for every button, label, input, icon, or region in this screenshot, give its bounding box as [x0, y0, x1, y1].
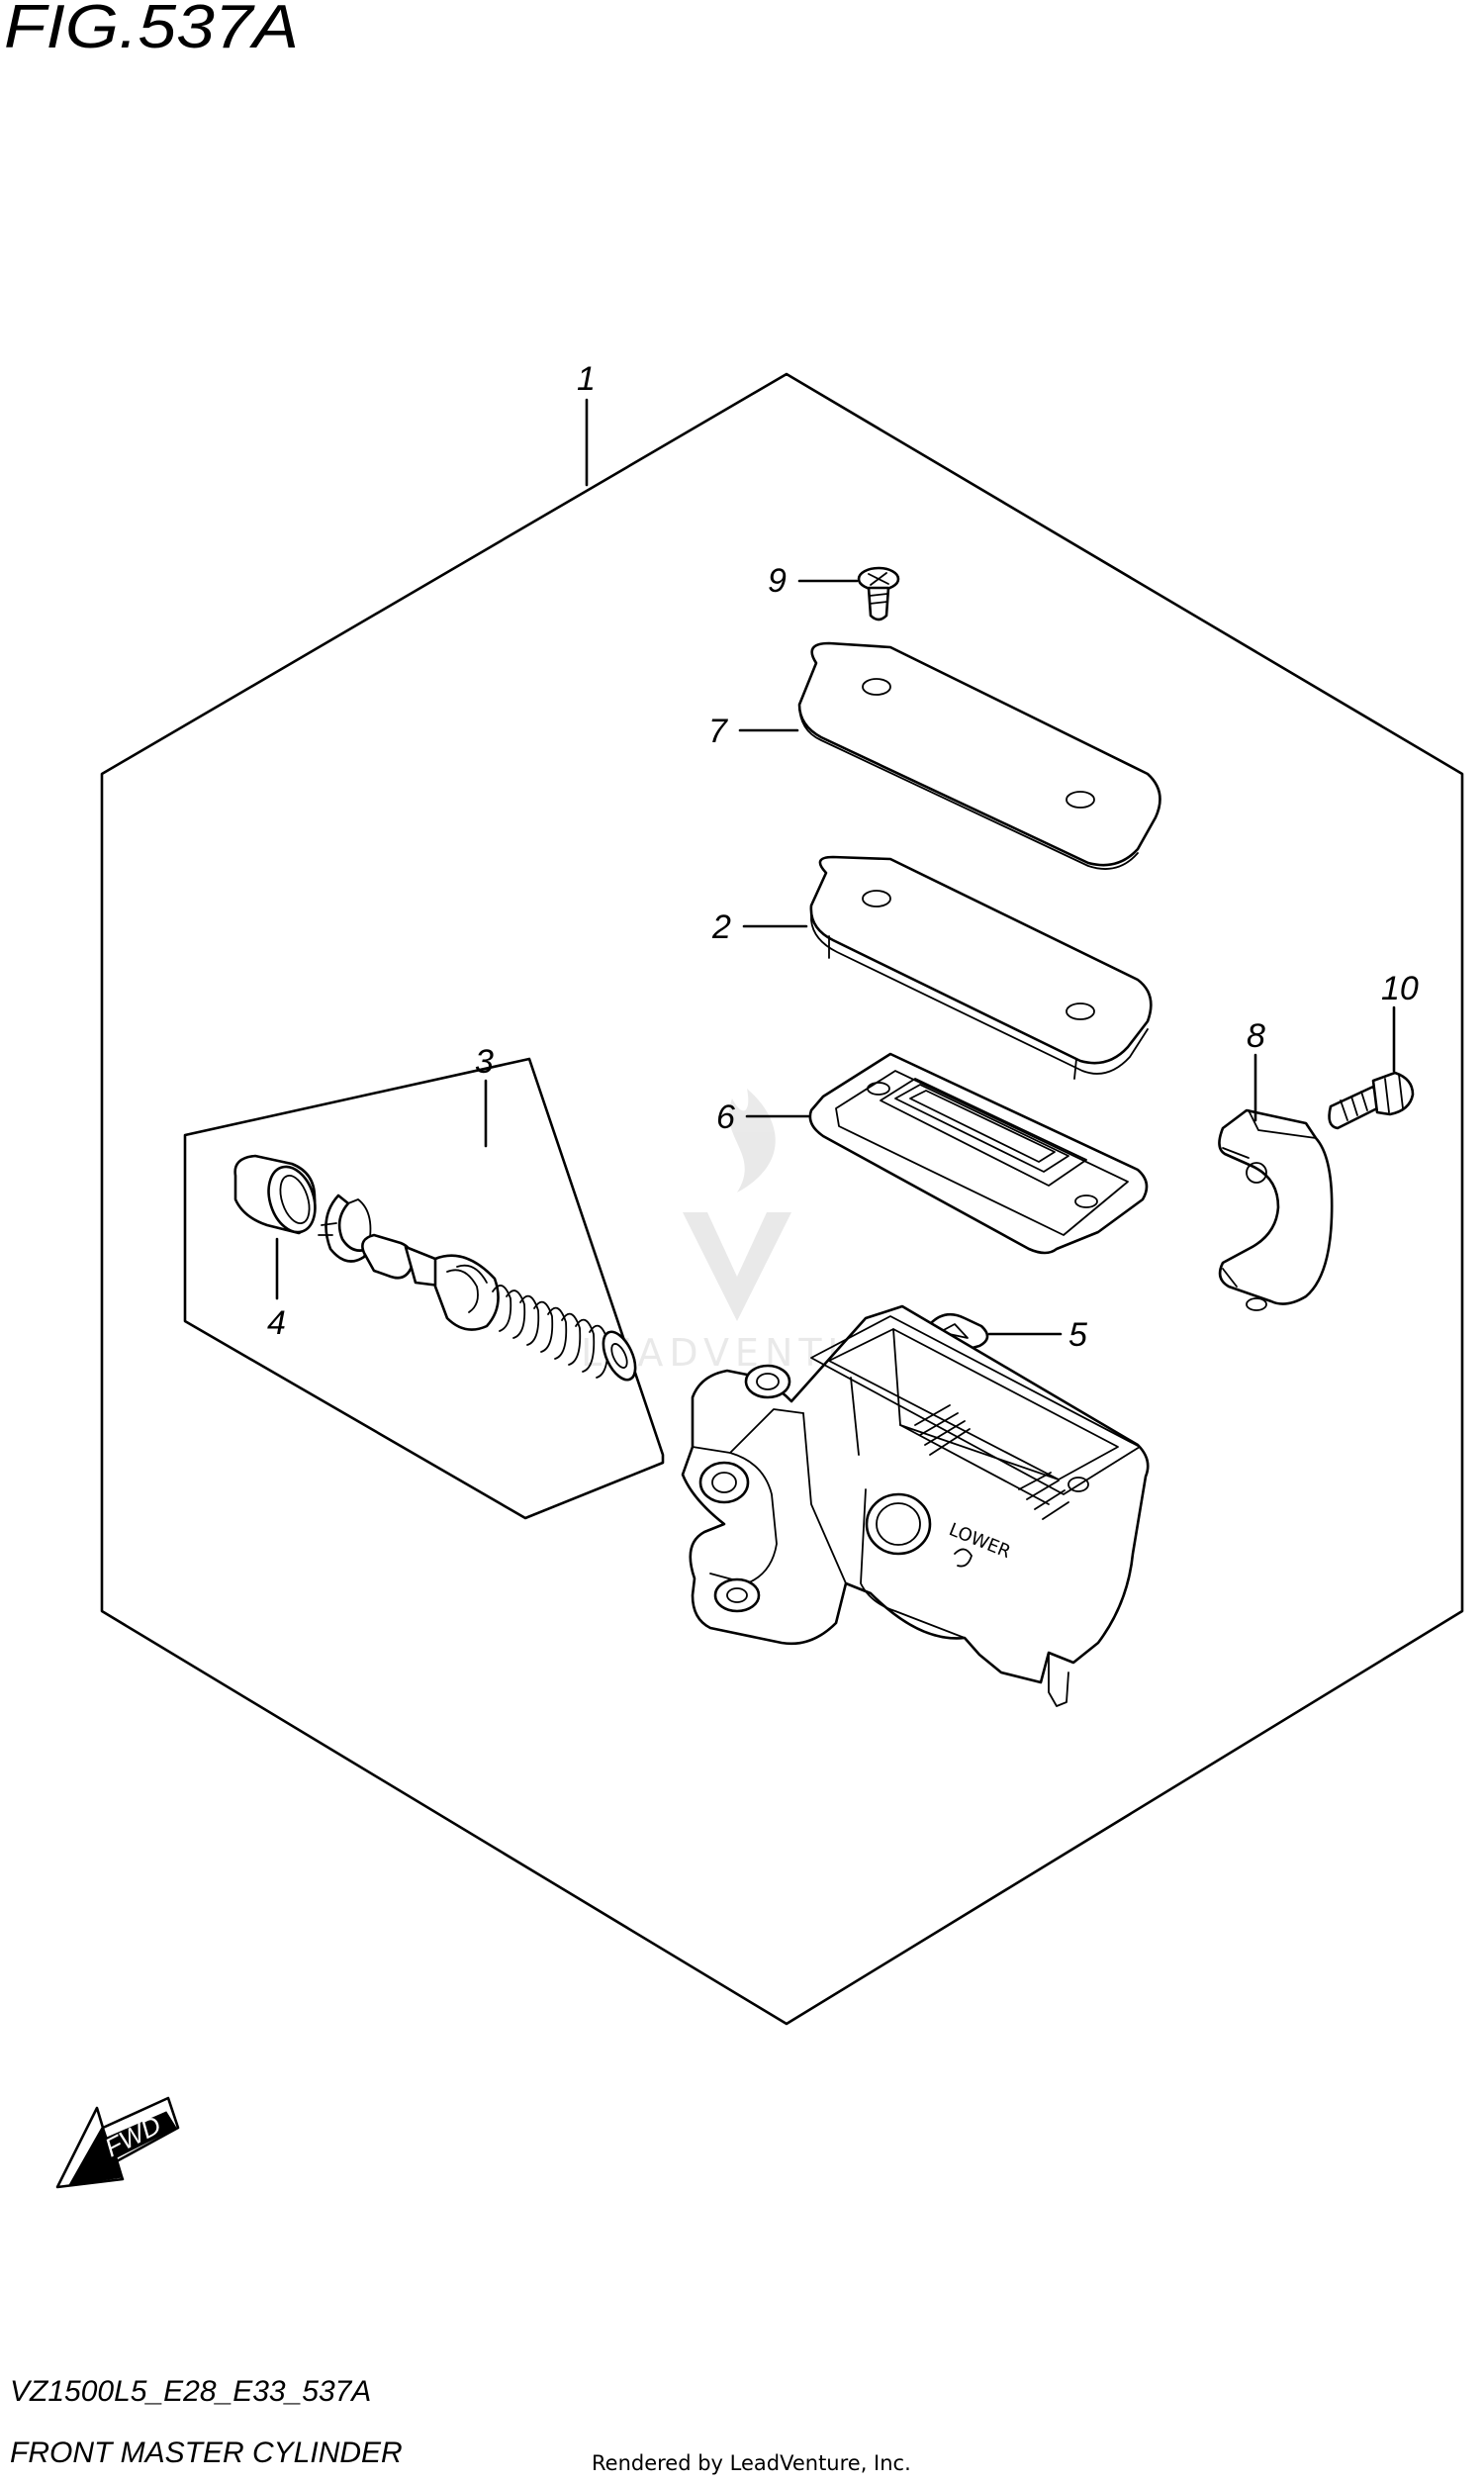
master-cylinder-body: LOWER: [681, 1304, 1150, 1707]
reservoir-hatching: [914, 1404, 1069, 1520]
callout-2: 2: [711, 908, 731, 946]
render-credit: Rendered by LeadVenture, Inc.: [592, 2451, 911, 2475]
spring: [492, 1285, 637, 1382]
callout-8: 8: [1247, 1017, 1265, 1055]
callout-7: 7: [708, 713, 728, 750]
callout-4: 4: [267, 1304, 286, 1342]
part-9-screw: [857, 566, 900, 621]
figure-title: FIG.537A: [4, 0, 299, 61]
piston-spring-assembly: [361, 1233, 637, 1382]
figure-name: FRONT MASTER CYLINDER: [10, 2436, 403, 2469]
part-7-reservoir-cap: [797, 641, 1161, 870]
fwd-arrow-icon: FWD: [55, 2096, 180, 2189]
part-10-bolt: [1328, 1071, 1415, 1130]
figure-code: VZ1500L5_E28_E33_537A: [10, 2375, 371, 2408]
callout-6: 6: [716, 1098, 735, 1136]
callout-3: 3: [475, 1043, 494, 1081]
callout-5: 5: [1068, 1316, 1087, 1354]
callout-9: 9: [768, 562, 787, 600]
part-2-diaphragm-plate: [809, 855, 1153, 1080]
assembly-outline: [100, 372, 1464, 2026]
callout-10: 10: [1381, 970, 1419, 1007]
part-8-clamp: [1218, 1108, 1334, 1311]
part-6-diaphragm: [808, 1052, 1149, 1255]
piston-set-outline: [183, 1057, 665, 1520]
callout-1: 1: [577, 360, 596, 398]
part-4-cup: [233, 1154, 317, 1235]
